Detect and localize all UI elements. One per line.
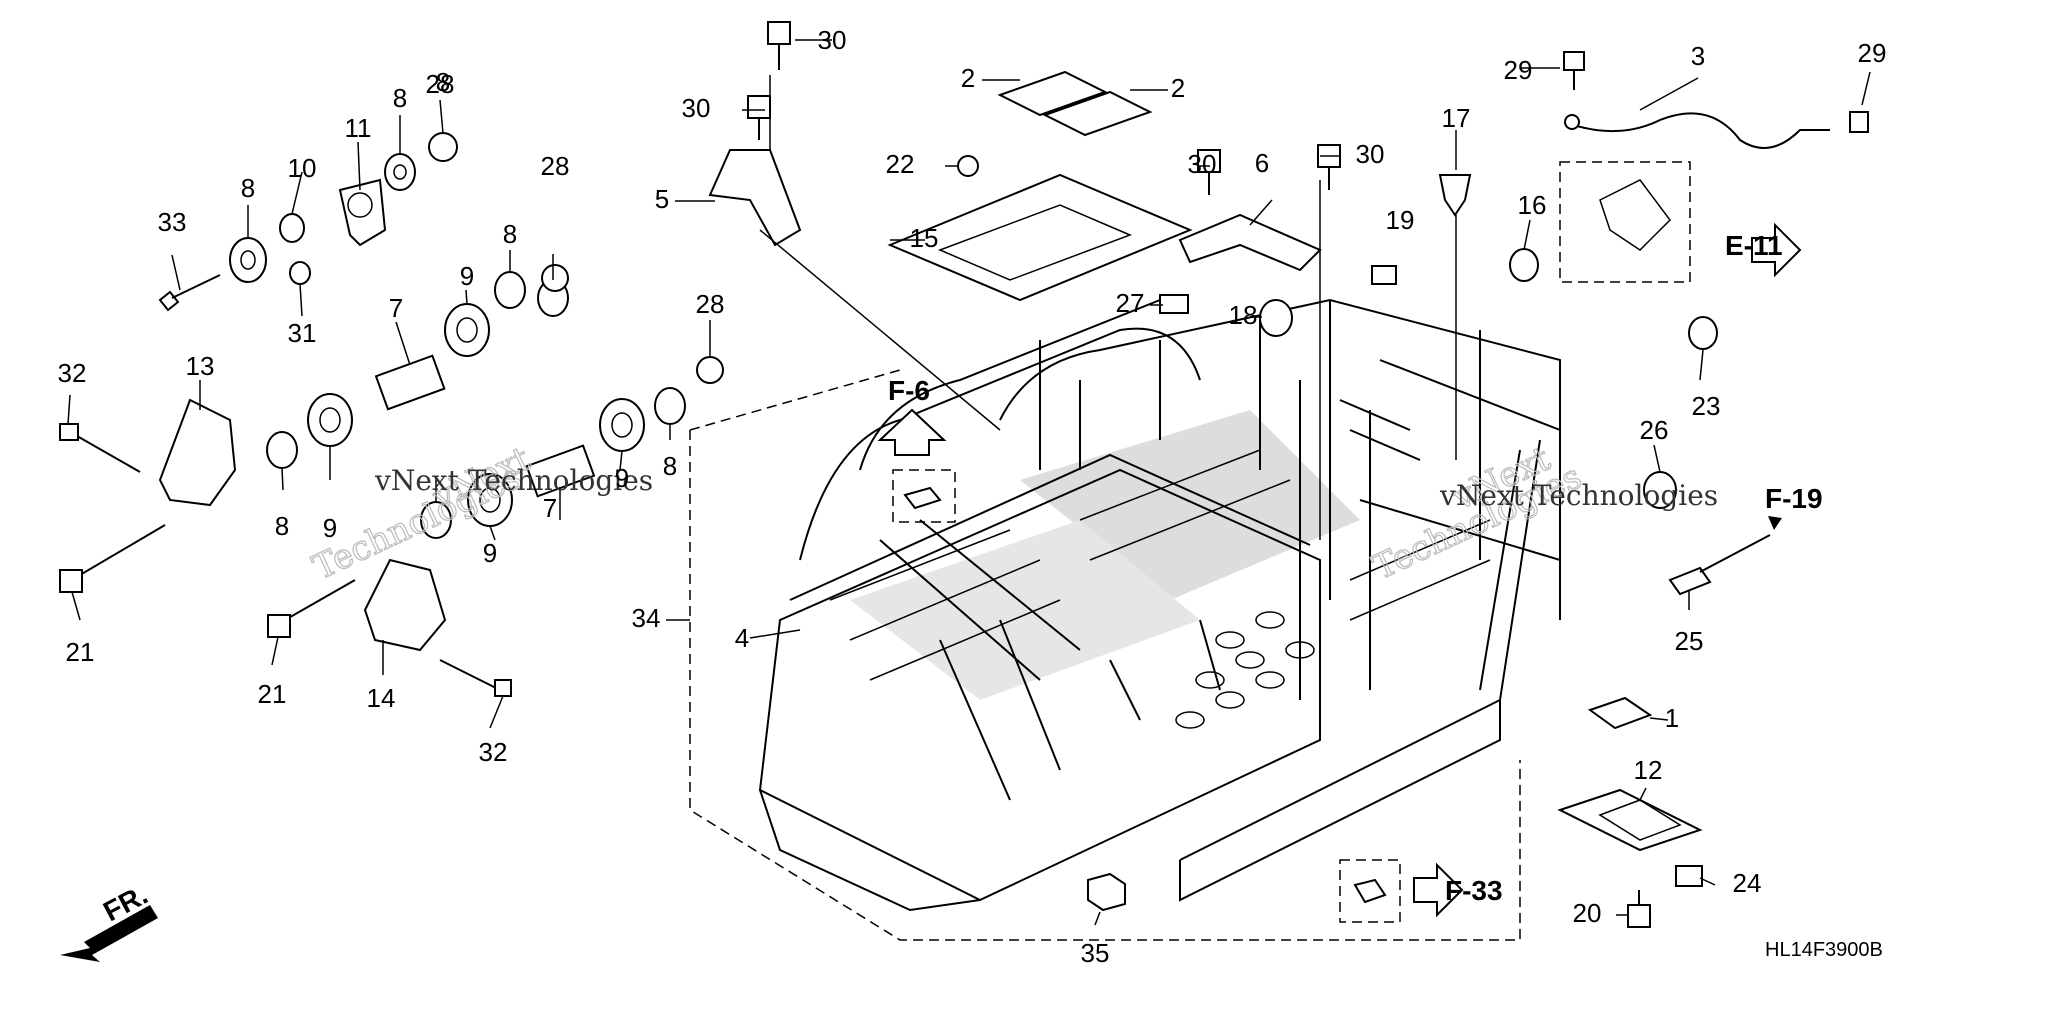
callout-28: 28 [541, 151, 570, 181]
callout-32: 32 [58, 358, 87, 388]
callout-26: 26 [1640, 415, 1669, 445]
callout-28: 28 [426, 69, 455, 99]
callout-4: 4 [735, 623, 749, 653]
callout-30: 30 [1356, 139, 1385, 169]
callout-8: 8 [663, 451, 677, 481]
callout-32: 32 [479, 737, 508, 767]
callout-21: 21 [258, 679, 287, 709]
callout-21: 21 [66, 637, 95, 667]
callout-30: 30 [818, 25, 847, 55]
callout-8: 8 [436, 67, 450, 97]
callout-27: 27 [1116, 288, 1145, 318]
callout-19: 19 [1386, 205, 1415, 235]
callout-30: 30 [1188, 149, 1217, 179]
callout-10: 10 [288, 153, 317, 183]
callout-13: 13 [186, 351, 215, 381]
callout-8: 8 [275, 511, 289, 541]
arrow-f6-icon [877, 408, 947, 456]
callout-18: 18 [1229, 300, 1258, 330]
gear-parts-cluster [59, 132, 724, 697]
ref-e-11[interactable]: E-11 [1725, 230, 1783, 261]
callout-15: 15 [910, 223, 939, 253]
callout-30: 30 [682, 93, 711, 123]
leader-lines [67, 39, 1871, 926]
callout-17: 17 [1442, 103, 1471, 133]
callout-8: 8 [503, 219, 517, 249]
callout-34: 34 [632, 603, 661, 633]
arrow-f19-icon [1768, 516, 1782, 530]
ref-f-6[interactable]: F-6 [888, 375, 930, 406]
callout-35: 35 [1081, 938, 1110, 968]
callout-16: 16 [1518, 190, 1547, 220]
callout-9: 9 [460, 261, 474, 291]
callout-24: 24 [1733, 868, 1762, 898]
callout-9: 9 [483, 538, 497, 568]
reference-arrows [60, 222, 1802, 962]
callout-31: 31 [288, 318, 317, 348]
callout-23: 23 [1692, 391, 1721, 421]
callout-33: 33 [158, 207, 187, 237]
callout-3: 3 [1691, 41, 1705, 71]
watermark-text: vNext Technologies [374, 464, 653, 497]
callout-2: 2 [961, 63, 975, 93]
callout-25: 25 [1675, 626, 1704, 656]
ref-f-19[interactable]: F-19 [1765, 483, 1823, 514]
lower-parts [892, 469, 1703, 928]
frame-body [689, 298, 1561, 941]
callout-8: 8 [241, 173, 255, 203]
callout-12: 12 [1634, 755, 1663, 785]
callout-28: 28 [696, 289, 725, 319]
callout-9: 9 [615, 463, 629, 493]
arrow-f33-icon [1413, 862, 1464, 918]
callout-9: 9 [323, 513, 337, 543]
callout-14: 14 [367, 683, 396, 713]
watermark-text: vNext Technologies [1439, 479, 1718, 512]
callout-6: 6 [1255, 148, 1269, 178]
upper-parts [708, 21, 1869, 596]
diagram-code: HL14F3900B [1765, 939, 1883, 961]
callout-22: 22 [886, 149, 915, 179]
callout-1: 1 [1665, 703, 1679, 733]
section-references: E-11F-6F-19F-33 [888, 230, 1823, 906]
callout-7: 7 [389, 293, 403, 323]
callout-29: 29 [1858, 38, 1887, 68]
callout-8: 8 [393, 83, 407, 113]
callout-20: 20 [1573, 898, 1602, 928]
front-arrow-icon [60, 905, 158, 962]
ref-f-33[interactable]: F-33 [1445, 875, 1503, 906]
callout-29: 29 [1504, 55, 1533, 85]
callout-7: 7 [543, 493, 557, 523]
callout-5: 5 [655, 184, 669, 214]
callout-11: 11 [345, 113, 372, 143]
arrow-e11-icon [1751, 222, 1802, 278]
callout-2: 2 [1171, 73, 1185, 103]
